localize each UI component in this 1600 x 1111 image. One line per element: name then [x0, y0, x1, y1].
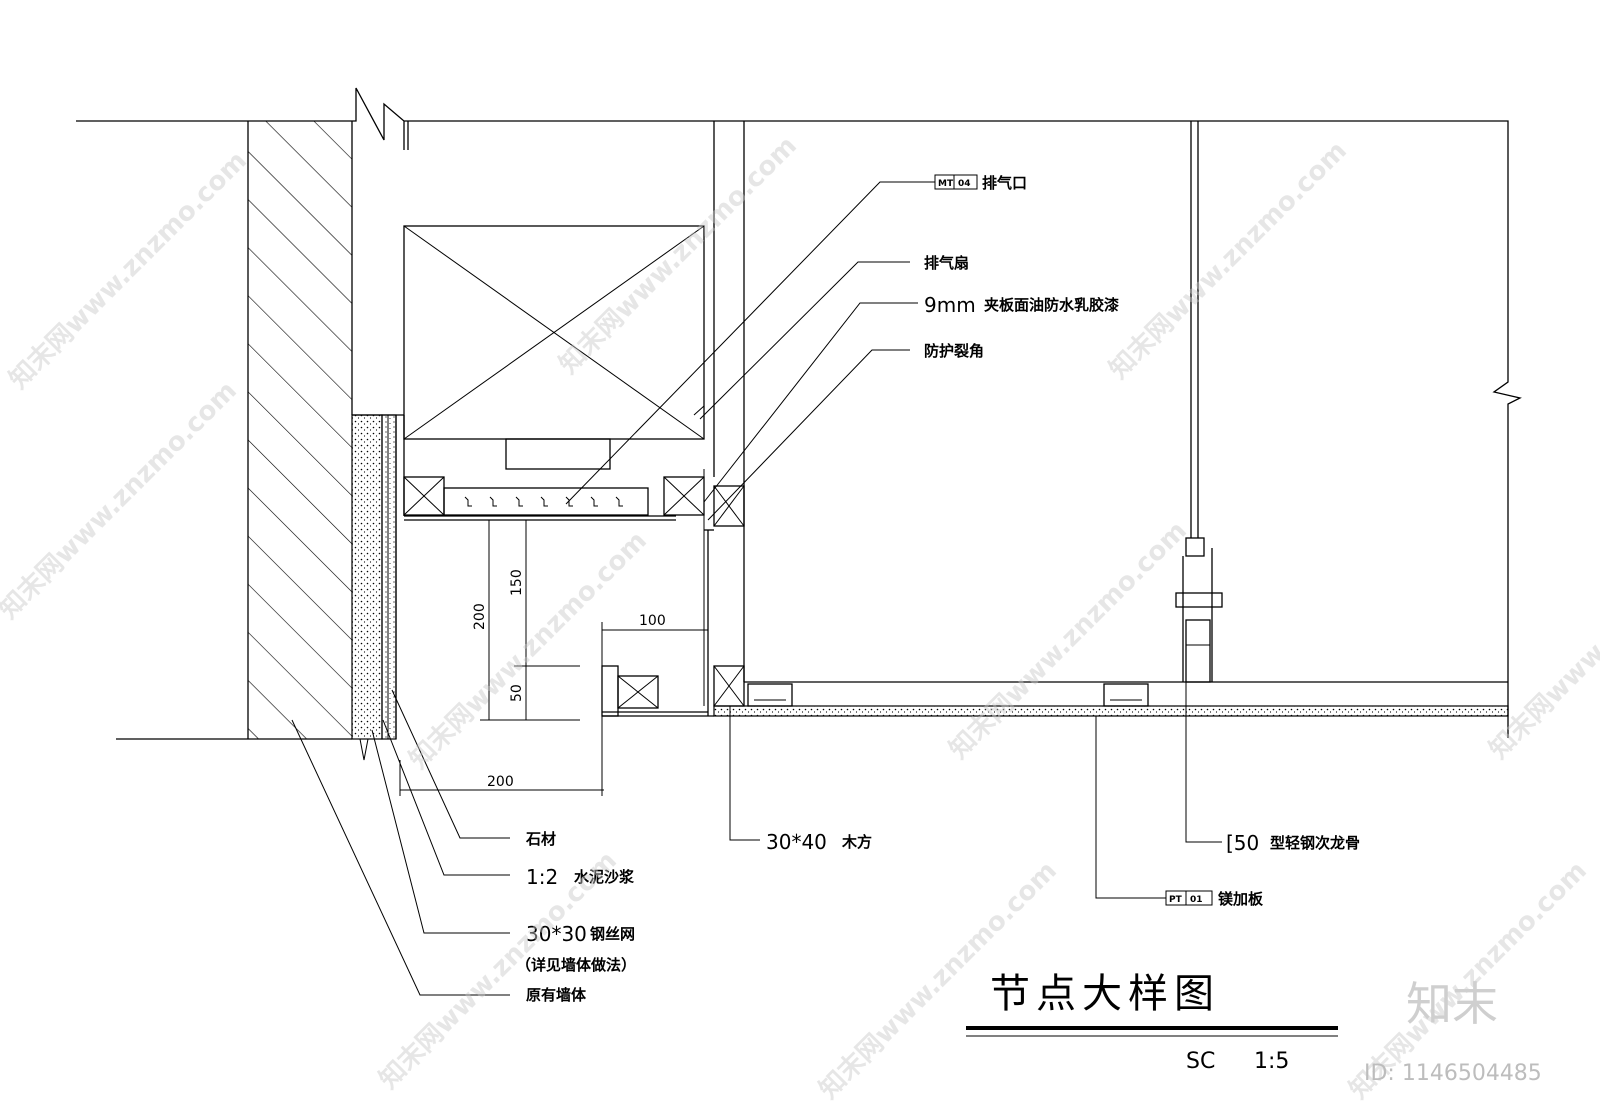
label-timber-prefix: 30*40 [766, 830, 827, 854]
drawing-scale: 1:5 [1254, 1049, 1289, 1074]
label-existing-wall: 原有墙体 [526, 986, 587, 1004]
label-exhaust-outlet: 排气口 [982, 174, 1027, 192]
ceiling-board [713, 681, 1509, 717]
label-mortar-prefix: 1:2 [526, 865, 558, 889]
leader-lines [291, 181, 1222, 996]
label-plywood-prefix: 9mm [924, 293, 976, 317]
tag-mt04: MT 04 [934, 174, 978, 190]
label-exhaust-fan: 排气扇 [924, 254, 969, 272]
tag-pt01: PT 01 [1165, 890, 1213, 906]
dim-200-vertical: 200 [472, 603, 488, 630]
exhaust-fan-box [403, 225, 705, 470]
svg-text:知末网www.znzmo.com: 知末网www.znzmo.com [4, 146, 253, 395]
label-stone: 石材 [525, 830, 556, 848]
label-corner-protect: 防护裂角 [924, 342, 984, 360]
drawing-title: 节点大样图 [990, 971, 1220, 1017]
ceiling-slab-line [352, 87, 1522, 738]
svg-text:知末网www.znzmo.com: 知末网www.znzmo.com [0, 376, 243, 625]
hanger-and-keel [1175, 121, 1223, 683]
svg-text:知末网www.znzmo.com: 知末网www.znzmo.com [404, 526, 653, 775]
dim-100: 100 [639, 613, 666, 629]
svg-text:知末网www.znzmo.com: 知末网www.znzmo.com [944, 516, 1193, 765]
label-mesh-note: （详见墙体做法） [516, 956, 636, 974]
watermark-logo: 知末 [1406, 977, 1498, 1031]
label-plywood: 夹板面油防水乳胶漆 [984, 296, 1119, 314]
label-board: 镁加板 [1218, 890, 1264, 908]
dim-150: 150 [509, 569, 525, 596]
dimension-lines [399, 520, 708, 796]
label-keel: 型轻钢次龙骨 [1270, 834, 1360, 852]
timber-section [704, 485, 745, 716]
tag-mt: MT [938, 179, 954, 189]
watermark-id: ID: 1146504485 [1364, 1061, 1542, 1086]
dim-200-horizontal: 200 [487, 774, 514, 790]
dim-50: 50 [509, 684, 525, 702]
label-mesh: 钢丝网 [590, 925, 635, 943]
watermark: 知末网www.znzmo.com 知末网www.znzmo.com 知末网www… [0, 131, 1600, 1105]
existing-wall [76, 120, 353, 740]
drawing-code: SC [1186, 1049, 1215, 1074]
label-keel-prefix: [50 [1226, 831, 1259, 855]
lower-step-box [601, 665, 714, 717]
svg-text:知末网www.znzmo.com: 知末网www.znzmo.com [1484, 516, 1600, 765]
tag-01: 01 [1190, 895, 1203, 905]
exhaust-grille [403, 476, 705, 521]
wall-finish-layers [351, 414, 405, 761]
tag-pt: PT [1169, 895, 1183, 905]
svg-text:知末网www.znzmo.com: 知末网www.znzmo.com [1104, 136, 1353, 385]
svg-text:知末网www.znzmo.com: 知末网www.znzmo.com [554, 131, 803, 380]
label-mortar: 水泥沙浆 [574, 868, 635, 886]
label-mesh-prefix: 30*30 [526, 922, 587, 946]
tag-04: 04 [958, 179, 971, 189]
label-timber: 木方 [841, 833, 872, 851]
